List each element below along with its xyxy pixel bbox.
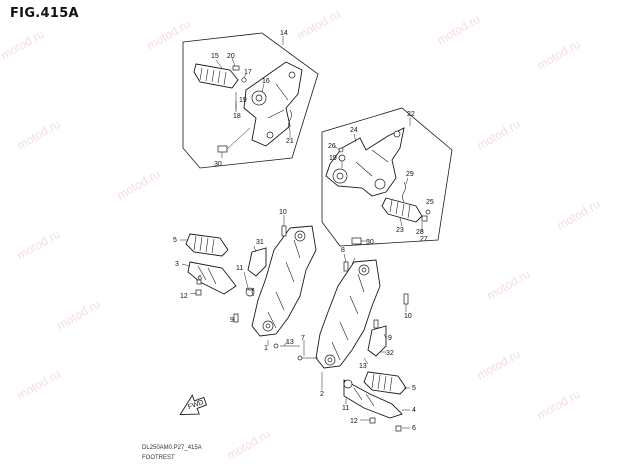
watermark-text: motod.ru <box>485 267 533 303</box>
bolt-12-right <box>369 417 376 424</box>
watermark-text: motod.ru <box>295 7 343 43</box>
callout-10b: 10 <box>404 313 412 320</box>
watermark-text: motod.ru <box>555 197 603 233</box>
callout-25: 25 <box>426 199 434 206</box>
callout-21: 21 <box>286 138 294 145</box>
callout-5b: 5 <box>412 385 416 392</box>
spring-11-left <box>245 287 255 297</box>
bolt-9-left <box>233 313 239 323</box>
callout-numbers: 1 2 3 4 5 5 6 6 7 8 9 9 10 10 11 11 12 1… <box>173 30 434 432</box>
spring-29 <box>402 181 406 203</box>
footpeg-holder-right <box>343 379 403 419</box>
passenger-bracket-right <box>325 127 405 197</box>
callout-3: 3 <box>175 261 179 268</box>
watermark-text: motod.ru <box>115 167 163 203</box>
callout-6b: 6 <box>412 425 416 432</box>
callout-31: 31 <box>256 239 264 246</box>
callout-19b: 19 <box>329 155 337 162</box>
passenger-footpeg-right <box>381 197 423 223</box>
callout-23: 23 <box>396 227 404 234</box>
callout-7: 7 <box>301 335 305 342</box>
bolt-30b <box>351 237 362 245</box>
callout-28: 28 <box>416 229 424 236</box>
callout-20: 20 <box>227 53 235 60</box>
watermark-text: motod.ru <box>15 227 63 263</box>
callout-6: 6 <box>198 275 202 282</box>
watermark-text: motod.ru <box>535 387 583 423</box>
bolt-12-left <box>195 289 202 296</box>
callout-13: 13 <box>286 339 294 346</box>
callout-9: 9 <box>230 317 234 324</box>
washer-6-left <box>196 279 202 285</box>
callout-12b: 12 <box>350 418 358 425</box>
rider-footrest-bracket-left <box>251 225 317 337</box>
washer-17 <box>241 77 247 83</box>
callout-12: 12 <box>180 293 188 300</box>
passenger-bracket-left <box>243 61 303 147</box>
spring-21 <box>288 109 292 131</box>
bolt-26 <box>338 154 346 162</box>
watermark-text: motod.ru <box>15 367 63 403</box>
bolt-8 <box>343 261 349 272</box>
callout-30b: 30 <box>366 239 374 246</box>
callout-19: 19 <box>239 97 247 104</box>
callout-29: 29 <box>406 171 414 178</box>
callout-22: 22 <box>407 111 415 118</box>
callout-14: 14 <box>280 30 288 37</box>
bolt-30 <box>217 145 228 153</box>
spring-11-right <box>343 379 353 389</box>
bolt-9-right <box>373 319 379 329</box>
callout-15: 15 <box>211 53 219 60</box>
fwd-arrow: FWD <box>179 394 208 416</box>
callout-18: 18 <box>233 113 241 120</box>
callout-13b: 13 <box>359 363 367 370</box>
watermark-text: motod.ru <box>0 27 47 63</box>
group-box-left-passenger <box>182 32 319 169</box>
callout-27: 27 <box>420 236 428 243</box>
rider-footrest-bracket-right <box>315 259 381 369</box>
callout-11: 11 <box>236 265 243 272</box>
rider-footpeg-left <box>185 233 229 257</box>
callout-5: 5 <box>173 237 177 244</box>
washer-25 <box>425 209 431 215</box>
watermark-text: motod.ru <box>475 117 523 153</box>
clip-28 <box>421 215 428 222</box>
watermark-text: motod.ru <box>475 347 523 383</box>
cover-32 <box>367 325 387 357</box>
callout-16: 16 <box>262 78 270 85</box>
clip-20 <box>232 65 240 71</box>
watermark-text: motod.ru <box>15 117 63 153</box>
callout-1: 1 <box>264 345 268 352</box>
watermark-text: motod.ru <box>435 12 483 48</box>
figure-title: FIG.415A <box>10 6 79 21</box>
bolt-10-left <box>281 225 287 237</box>
passenger-footpeg-left <box>193 63 239 89</box>
callout-26: 26 <box>328 143 336 150</box>
group-box-right-passenger <box>321 107 453 247</box>
watermark-text: motod.ru <box>145 17 193 53</box>
washer-19 <box>338 147 344 153</box>
bolt-10-right <box>403 293 409 305</box>
leader-lines <box>180 57 410 429</box>
cover-31 <box>247 247 267 277</box>
callout-32: 32 <box>386 350 394 357</box>
washer-6-right <box>395 425 402 432</box>
callout-24: 24 <box>350 127 358 134</box>
watermark-text: motod.ru <box>225 427 273 463</box>
figure-name: FOOTREST <box>142 455 175 461</box>
footpeg-holder-left <box>187 261 237 295</box>
callout-10: 10 <box>279 209 287 216</box>
watermark-text: motod.ru <box>535 37 583 73</box>
callout-9b: 9 <box>388 335 392 342</box>
callout-17: 17 <box>244 69 252 76</box>
callout-4: 4 <box>412 407 416 414</box>
callout-30: 30 <box>214 161 222 168</box>
callout-2: 2 <box>320 391 324 398</box>
callout-11b: 11 <box>342 405 349 412</box>
callout-8: 8 <box>341 247 345 254</box>
watermark-text: motod.ru <box>55 297 103 333</box>
figure-code: DL250AM0.P27_415A <box>142 445 202 451</box>
rider-footpeg-right <box>363 371 407 395</box>
